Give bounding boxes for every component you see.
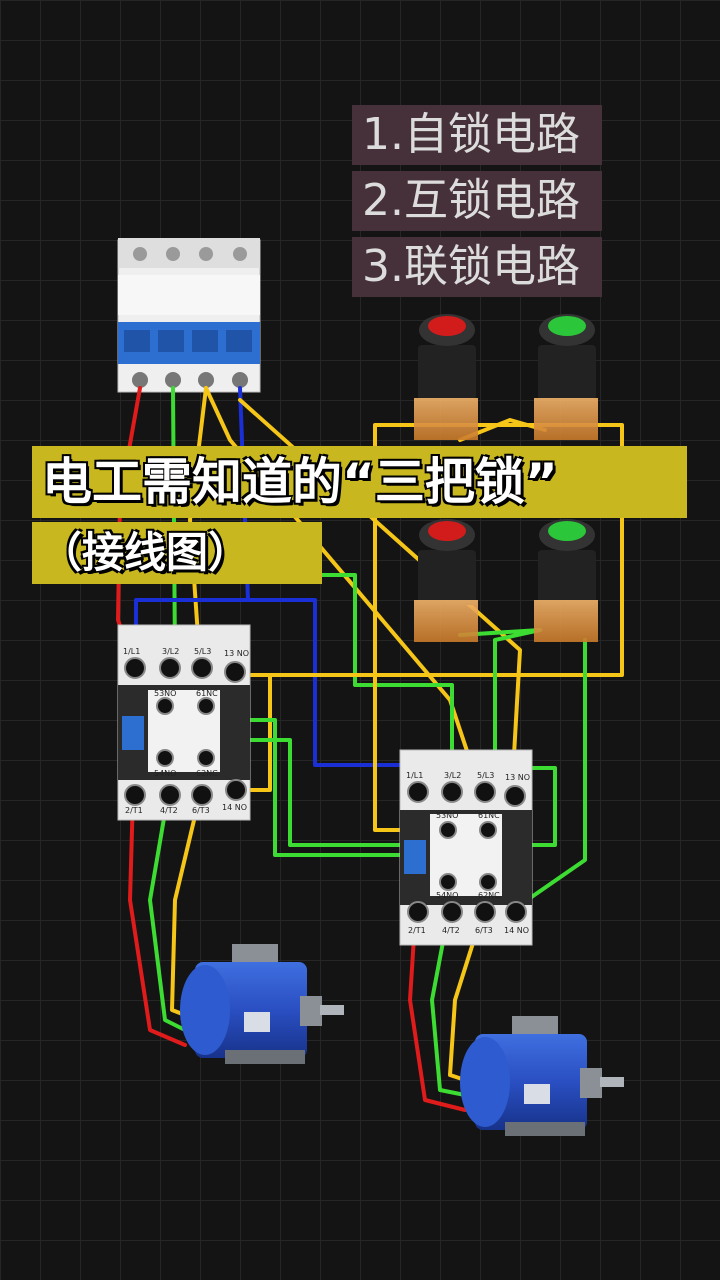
c2-bottom-terminal: 6/T3	[475, 926, 493, 935]
push-button-red-top	[414, 314, 478, 440]
c1-bottom-terminal: 2/T1	[125, 806, 143, 815]
c2-aux-label: 54NO	[436, 891, 458, 900]
c2-aux-label: 61NC	[478, 811, 500, 820]
motor-1	[180, 944, 344, 1064]
push-button-red-bottom	[414, 519, 478, 642]
c1-aux-label: 53NO	[154, 689, 176, 698]
push-button-green-bottom	[534, 519, 598, 642]
c2-bottom-terminal: 2/T1	[408, 926, 426, 935]
topic-interlock: 2.互锁电路	[352, 171, 602, 231]
contactor-1-labels: 1/L1 3/L2 5/L3 13 NO 53NO 61NC 54NO 62NC…	[123, 647, 249, 815]
c2-top-terminal: 5/L3	[477, 771, 494, 780]
topic-linked-lock: 3.联锁电路	[352, 237, 602, 297]
c2-bottom-terminal: 14 NO	[504, 926, 529, 935]
c1-aux-label: 61NC	[196, 689, 218, 698]
c2-top-terminal: 13 NO	[505, 773, 530, 782]
c1-aux-label: 62NC	[196, 769, 218, 778]
subtitle-banner: （接线图）	[32, 522, 322, 584]
c1-top-terminal: 13 NO	[224, 649, 249, 658]
c1-top-terminal: 1/L1	[123, 647, 140, 656]
c2-aux-label: 62NC	[478, 891, 500, 900]
c1-aux-label: 54NO	[154, 769, 176, 778]
contactor-1	[117, 624, 251, 821]
topic-self-lock: 1.自锁电路	[352, 105, 602, 165]
contactor-2	[399, 749, 533, 946]
c1-top-terminal: 5/L3	[194, 647, 211, 656]
push-button-green-top	[534, 314, 598, 440]
contactor-2-labels: 1/L1 3/L2 5/L3 13 NO 53NO 61NC 54NO 62NC…	[406, 771, 530, 935]
c2-top-terminal: 1/L1	[406, 771, 423, 780]
c2-aux-label: 53NO	[436, 811, 458, 820]
c1-top-terminal: 3/L2	[162, 647, 179, 656]
c2-bottom-terminal: 4/T2	[442, 926, 460, 935]
c1-bottom-terminal: 4/T2	[160, 806, 178, 815]
circuit-breaker	[117, 238, 261, 393]
motor-2	[460, 1016, 624, 1136]
c1-bottom-terminal: 14 NO	[222, 803, 247, 812]
c1-bottom-terminal: 6/T3	[192, 806, 210, 815]
c2-top-terminal: 3/L2	[444, 771, 461, 780]
title-banner: 电工需知道的“三把锁”	[32, 446, 687, 518]
